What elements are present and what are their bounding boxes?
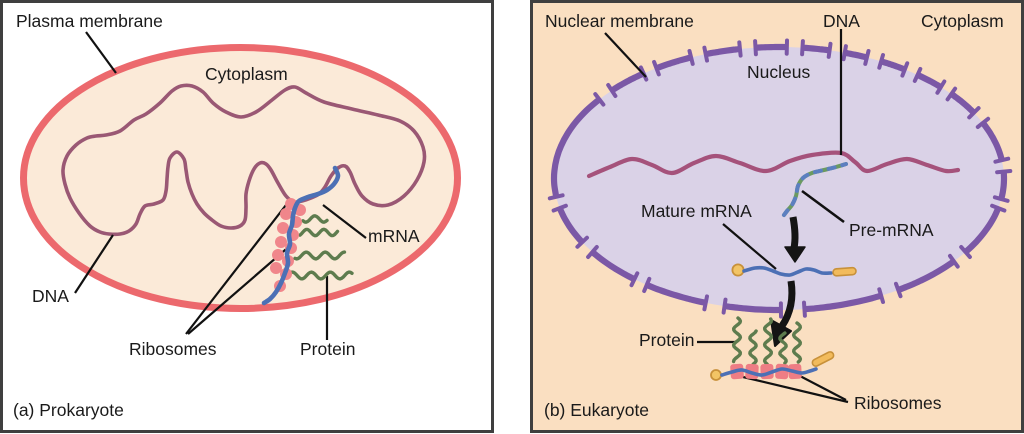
svg-text:(b) Eukaryote: (b) Eukaryote: [544, 400, 649, 420]
svg-text:DNA: DNA: [823, 11, 860, 31]
svg-text:Ribosomes: Ribosomes: [129, 339, 217, 359]
svg-text:DNA: DNA: [32, 286, 69, 306]
svg-text:Mature mRNA: Mature mRNA: [641, 201, 752, 221]
svg-text:Nuclear membrane: Nuclear membrane: [545, 11, 694, 31]
svg-text:Nucleus: Nucleus: [747, 62, 810, 82]
svg-text:Ribosomes: Ribosomes: [854, 393, 942, 413]
svg-text:Pre-mRNA: Pre-mRNA: [849, 220, 934, 240]
svg-text:Protein: Protein: [300, 339, 355, 359]
svg-text:Plasma membrane: Plasma membrane: [16, 11, 163, 31]
svg-text:Protein: Protein: [639, 330, 694, 350]
svg-text:(a) Prokaryote: (a) Prokaryote: [13, 400, 124, 420]
svg-text:Cytoplasm: Cytoplasm: [921, 11, 1004, 31]
svg-text:Cytoplasm: Cytoplasm: [205, 64, 288, 84]
svg-text:mRNA: mRNA: [368, 226, 420, 246]
